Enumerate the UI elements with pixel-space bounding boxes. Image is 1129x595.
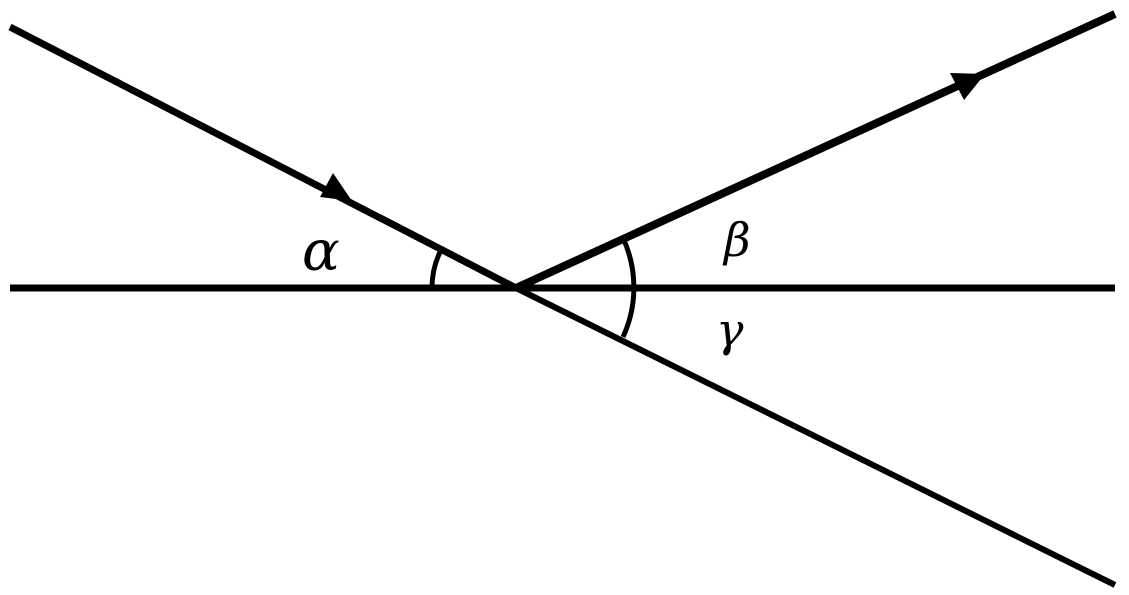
reflected-ray (514, 10, 1117, 292)
incident-arrowhead (320, 173, 352, 201)
reflected-arrowhead (950, 73, 985, 100)
gamma-label: γ (716, 303, 744, 357)
incident-ray (8, 23, 518, 292)
alpha-label: α (302, 219, 340, 284)
beta-gamma-angle-arc (620, 236, 637, 339)
beta-label: β (722, 213, 751, 267)
alpha-angle-arc (429, 248, 444, 289)
transmitted-ray (514, 285, 1117, 588)
